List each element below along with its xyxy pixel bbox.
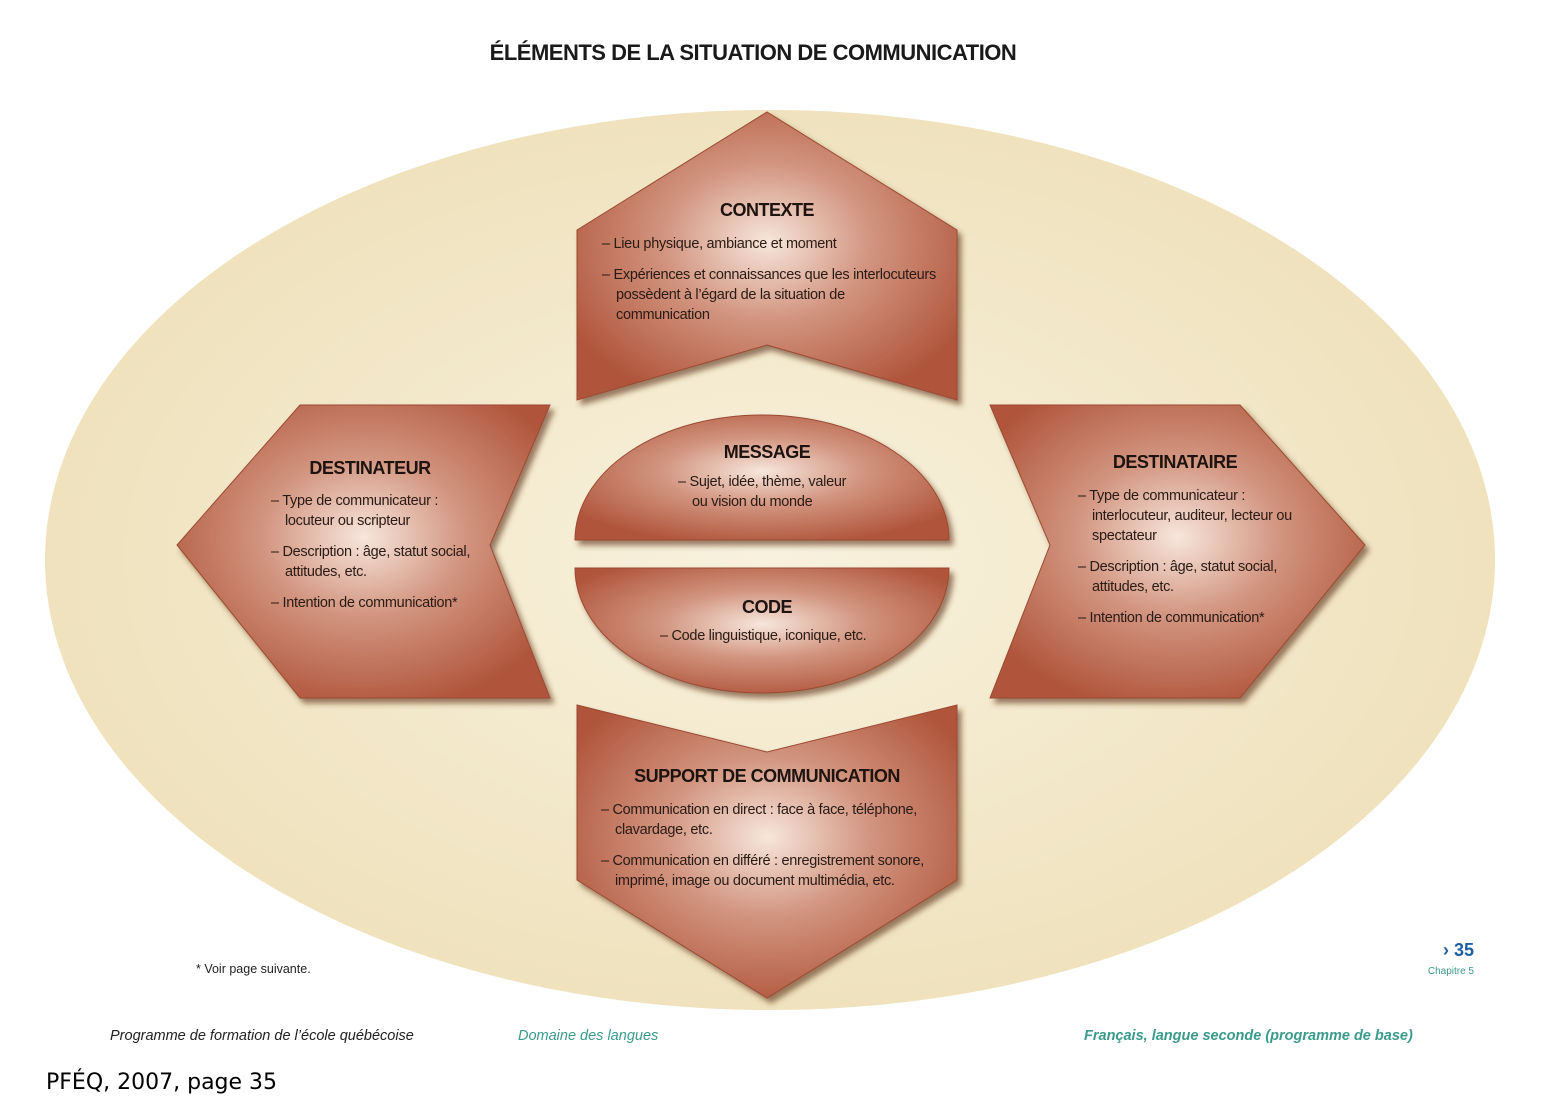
code-shape — [574, 567, 950, 694]
contexte-heading: CONTEXTE — [719, 200, 815, 220]
destinataire-heading: DESTINATAIRE — [1112, 452, 1238, 472]
code-heading: CODE — [741, 597, 793, 617]
destinataire-item: – Description : âge, statut social, atti… — [1078, 559, 1278, 595]
footer-right: Français, langue seconde (programme de b… — [1084, 1028, 1413, 1044]
destinateur-list: – Type de communicateur : locuteur ou sc… — [271, 491, 476, 624]
message-list: – Sujet, idée, thème, valeur ou vision d… — [678, 472, 863, 523]
caption: PFÉQ, 2007, page 35 — [46, 1070, 278, 1095]
message-shape — [574, 414, 950, 541]
code-item: – Code linguistique, iconique, etc. — [660, 628, 867, 644]
page-number: › 35 — [1442, 940, 1474, 960]
support-shape — [576, 704, 958, 999]
footer-middle: Domaine des langues — [518, 1028, 659, 1044]
destinataire-item: – Type de communicateur : interlocuteur,… — [1078, 488, 1292, 544]
chapter-label: Chapitre 5 — [1427, 966, 1474, 977]
destinataire-item: – Intention de communication* — [1078, 610, 1265, 626]
destinateur-item: – Intention de communication* — [271, 595, 458, 611]
contexte-item: – Lieu physique, ambiance et moment — [602, 236, 837, 252]
diagram-title: ÉLÉMENTS DE LA SITUATION DE COMMUNICATIO… — [489, 40, 1017, 65]
contexte-list: – Lieu physique, ambiance et moment – Ex… — [602, 234, 942, 336]
support-list: – Communication en direct : face à face,… — [601, 800, 946, 902]
support-item: – Communication en direct : face à face,… — [601, 802, 917, 838]
destinateur-item: – Description : âge, statut social, atti… — [271, 544, 471, 580]
destinateur-item: – Type de communicateur : locuteur ou sc… — [271, 493, 439, 529]
destinateur-shape — [176, 404, 551, 699]
message-item: – Sujet, idée, thème, valeur ou vision d… — [678, 474, 847, 510]
footer-left: Programme de formation de l’école québéc… — [110, 1028, 414, 1044]
contexte-shape — [576, 111, 958, 401]
support-item: – Communication en différé : enregistrem… — [601, 853, 924, 889]
support-heading: SUPPORT DE COMMUNICATION — [634, 766, 900, 786]
contexte-item: – Expériences et connaissances que les i… — [602, 267, 936, 323]
message-heading: MESSAGE — [723, 442, 811, 462]
destinateur-heading: DESTINATEUR — [309, 458, 431, 478]
background-ellipse — [45, 110, 1495, 1010]
code-list: – Code linguistique, iconique, etc. — [660, 626, 900, 657]
destinataire-shape — [989, 404, 1366, 699]
destinataire-list: – Type de communicateur : interlocuteur,… — [1078, 486, 1293, 639]
footnote: * Voir page suivante. — [196, 962, 311, 976]
